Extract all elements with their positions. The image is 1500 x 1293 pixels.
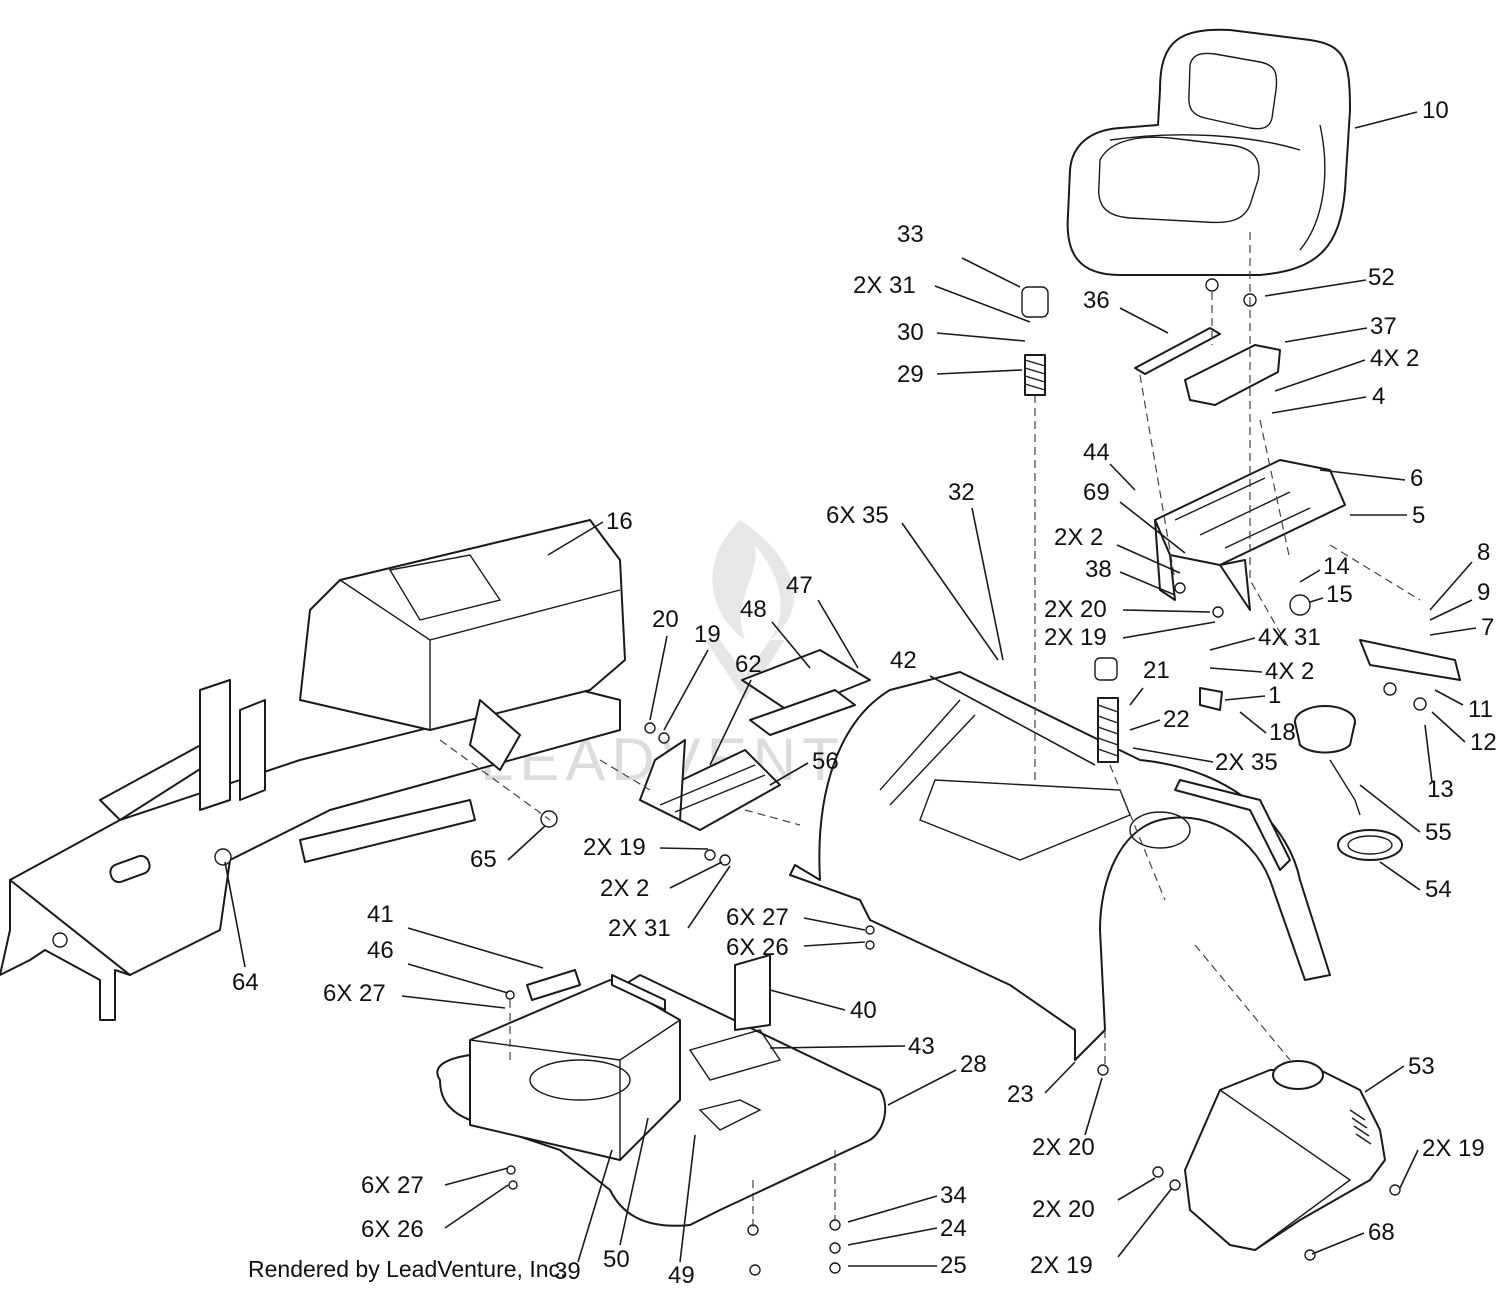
decal-small — [526, 954, 771, 1031]
callout-label: 2X 19 — [583, 834, 646, 861]
callout-label: 48 — [740, 596, 767, 623]
frame — [0, 519, 626, 1021]
floor-pan — [436, 974, 887, 1227]
callout-label: 22 — [1163, 706, 1190, 733]
callout-label: 37 — [1370, 313, 1397, 340]
assembly-lines — [439, 232, 1421, 1230]
callout-label: 6X 27 — [361, 1172, 424, 1199]
callout-label: 2X 19 — [1422, 1135, 1485, 1162]
callout-label: 52 — [1368, 264, 1395, 291]
callout-label: 64 — [232, 969, 259, 996]
leader-lines — [224, 111, 1477, 1267]
callout-label: 11 — [1468, 696, 1493, 723]
callout-label: 46 — [367, 937, 394, 964]
callout-label: 2X 20 — [1032, 1134, 1095, 1161]
callout-label: 6X 27 — [726, 904, 789, 931]
callout-label: 53 — [1408, 1053, 1435, 1080]
callout-label: 44 — [1083, 439, 1110, 466]
callout-label: 43 — [908, 1033, 935, 1060]
callout-label: 69 — [1083, 479, 1110, 506]
callout-label: 50 — [603, 1246, 630, 1273]
fuel-tank — [1184, 1060, 1386, 1251]
callout-label: 32 — [948, 479, 975, 506]
callout-label: 16 — [606, 508, 633, 535]
callout-label: 20 — [652, 606, 679, 633]
callout-label: 2X 20 — [1044, 596, 1107, 623]
callout-label: 2X 35 — [1215, 749, 1278, 776]
callout-label: 19 — [694, 621, 721, 648]
callout-label: 23 — [1007, 1081, 1034, 1108]
fuel-cap — [1294, 705, 1403, 861]
callout-label: 4X 2 — [1265, 658, 1314, 685]
callout-label: 24 — [940, 1215, 967, 1242]
footrest-bracket — [639, 739, 781, 831]
callout-label: 5 — [1412, 502, 1425, 529]
callout-label: 65 — [470, 846, 497, 873]
callout-label: 33 — [897, 221, 924, 248]
callout-label: 68 — [1368, 1219, 1395, 1246]
callout-label: 2X 31 — [608, 915, 671, 942]
callout-label: 4 — [1372, 383, 1385, 410]
callout-label: 10 — [1422, 97, 1449, 124]
callout-label: 39 — [554, 1258, 581, 1285]
callout-label: 56 — [812, 748, 839, 775]
callout-label: 18 — [1269, 719, 1296, 746]
callout-label: 21 — [1143, 657, 1170, 684]
callout-label: 2X 19 — [1044, 624, 1107, 651]
callout-label: 2X 20 — [1032, 1196, 1095, 1223]
callout-label: 55 — [1425, 819, 1452, 846]
callout-label: 47 — [786, 572, 813, 599]
callout-label: 13 — [1427, 776, 1454, 803]
seat — [1066, 28, 1351, 276]
callout-label: 49 — [668, 1262, 695, 1289]
callout-label: 14 — [1323, 553, 1350, 580]
callout-label: 6X 27 — [323, 980, 386, 1007]
fender-deck — [789, 671, 1331, 1061]
callout-label: 6X 26 — [726, 934, 789, 961]
callout-label: 6X 35 — [826, 502, 889, 529]
callout-label: 30 — [897, 319, 924, 346]
callout-label: 15 — [1326, 581, 1353, 608]
callout-label: 6 — [1410, 465, 1423, 492]
callout-label: 42 — [890, 647, 917, 674]
callout-label: 8 — [1477, 539, 1490, 566]
callout-label: 9 — [1477, 579, 1490, 606]
callout-label: 2X 2 — [1054, 524, 1103, 551]
decal-pair — [741, 649, 871, 736]
callout-label: 29 — [897, 361, 924, 388]
callout-label: 12 — [1470, 729, 1497, 756]
callout-label: 34 — [940, 1182, 967, 1209]
callout-label: 41 — [367, 901, 394, 928]
hardware — [214, 278, 1461, 1276]
callout-label: 7 — [1481, 614, 1494, 641]
callout-label: 54 — [1425, 876, 1452, 903]
callout-label: 2X 19 — [1030, 1252, 1093, 1279]
callout-label: 1 — [1268, 682, 1281, 709]
callout-label: 62 — [735, 651, 762, 678]
callout-label: 28 — [960, 1051, 987, 1078]
callout-label: 2X 31 — [853, 272, 916, 299]
render-credit: Rendered by LeadVenture, Inc. — [248, 1256, 567, 1282]
callout-label: 2X 2 — [600, 875, 649, 902]
callout-label: 36 — [1083, 287, 1110, 314]
callout-label: 6X 26 — [361, 1216, 424, 1243]
callout-label: 25 — [940, 1252, 967, 1279]
callout-label: 4X 31 — [1258, 624, 1321, 651]
callout-label: 38 — [1085, 556, 1112, 583]
callout-label: 4X 2 — [1370, 345, 1419, 372]
callout-label: 40 — [850, 997, 877, 1024]
